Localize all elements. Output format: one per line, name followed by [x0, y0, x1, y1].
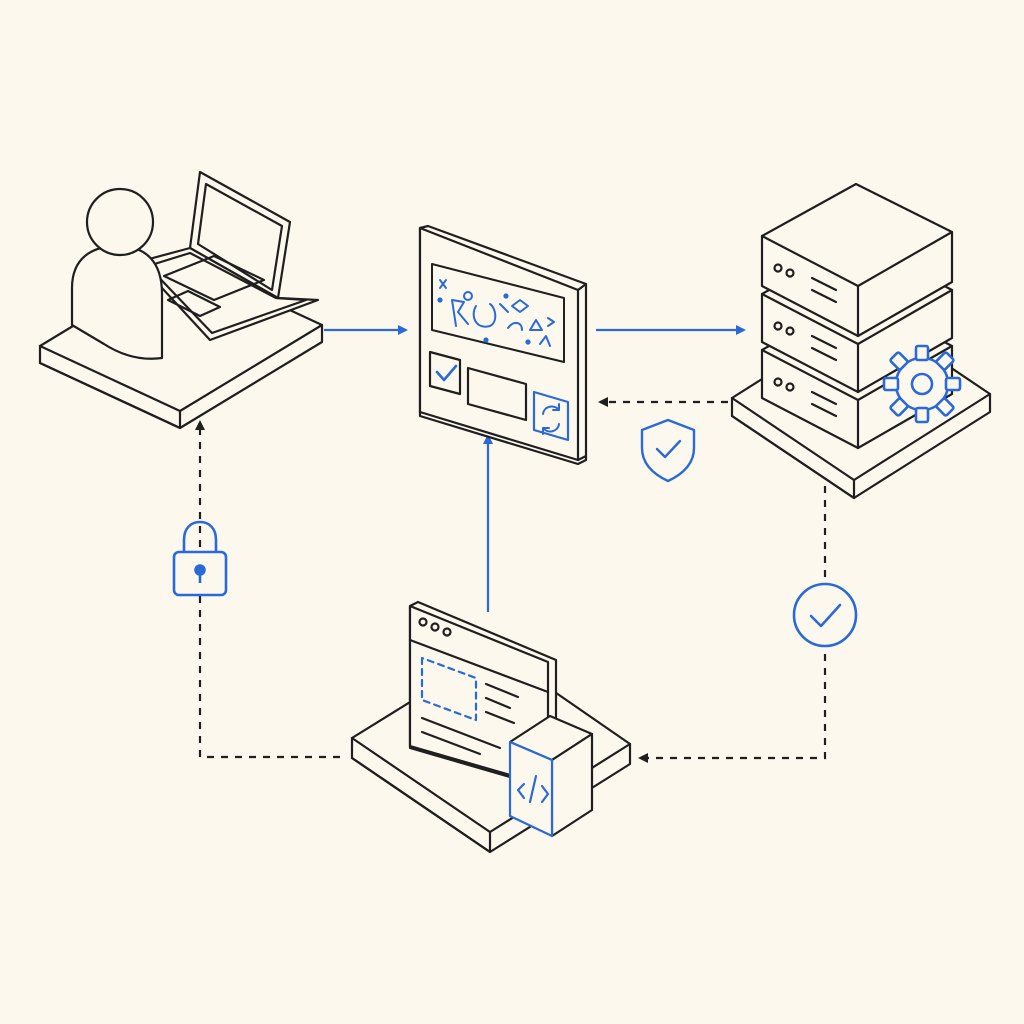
padlock-icon: [172, 520, 228, 597]
shield-check-icon: [640, 418, 696, 483]
refresh-icon: [542, 403, 560, 435]
person-icon: [70, 187, 164, 360]
selection-box: [420, 656, 478, 722]
check-circle-icon: [792, 582, 858, 648]
gear-icon: [882, 344, 962, 424]
code-module-icon: [508, 714, 594, 838]
captcha-answer-field[interactable]: [466, 366, 528, 422]
captcha-glyph-window: [431, 263, 565, 363]
captcha-node: [418, 224, 588, 466]
edge-webapp-to-user: [195, 420, 340, 759]
checkmark-icon: [435, 364, 458, 382]
server-unit-1: [760, 182, 954, 338]
edge-server-to-webapp: [638, 486, 827, 763]
user-node: [38, 170, 324, 430]
webapp-node: [350, 600, 632, 854]
edges: [195, 325, 827, 763]
captcha-glyphs-icon: [437, 279, 555, 347]
verify-checkbox[interactable]: [428, 350, 462, 396]
laptop-icon: [136, 170, 320, 342]
refresh-button[interactable]: [532, 390, 570, 442]
server-node: [730, 182, 992, 500]
code-brackets-icon: [516, 774, 550, 804]
